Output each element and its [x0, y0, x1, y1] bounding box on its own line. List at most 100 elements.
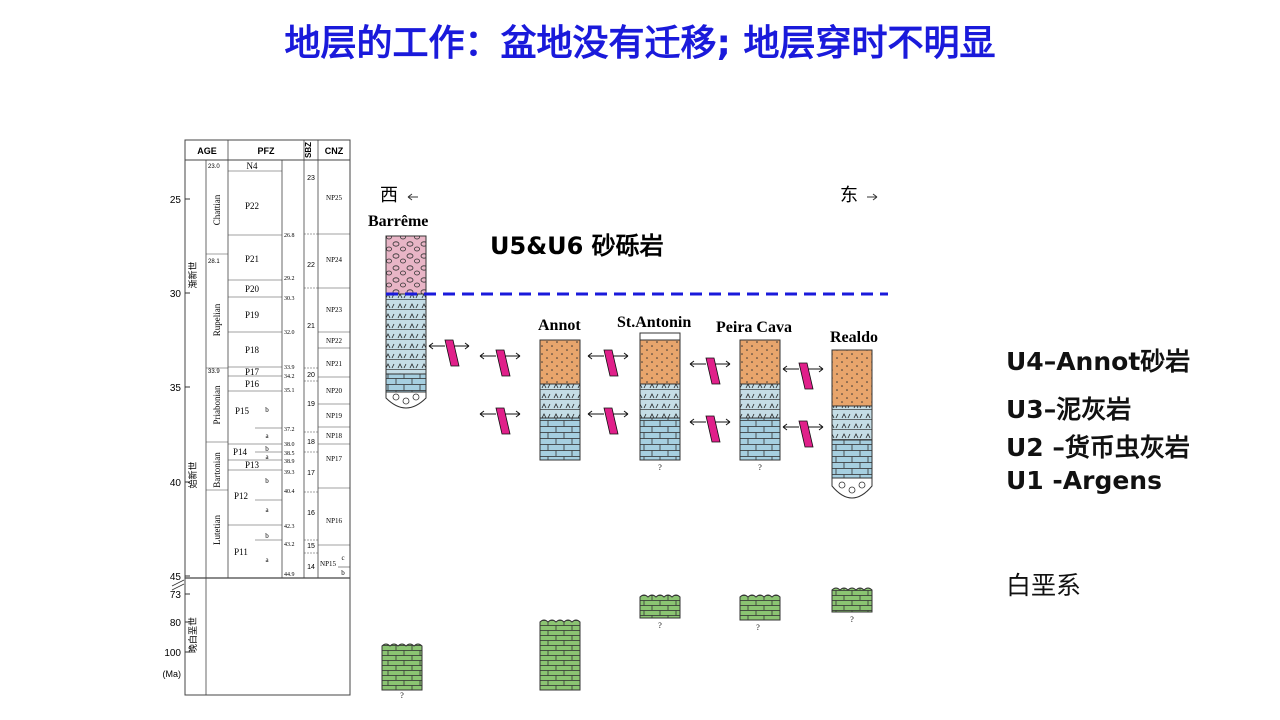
pfz-age: 38.9	[284, 459, 295, 465]
tilted-block-icon	[587, 407, 629, 435]
section-label-realdo: Realdo	[830, 329, 878, 346]
direction-labels: 西 东	[380, 185, 878, 205]
sbz-zone: 21	[307, 323, 315, 330]
cnz-zone: NP25	[326, 194, 342, 202]
stage-rupelian: Rupelian	[212, 303, 222, 336]
arrow-left-icon	[407, 193, 418, 201]
pfz-age: 44.9	[284, 572, 295, 578]
pfz-zone: P21	[245, 254, 259, 264]
ma-tick: 40	[170, 478, 182, 489]
marl-unit	[539, 383, 581, 419]
tilted-block-icon	[689, 357, 731, 385]
axis-break-icon	[171, 579, 185, 591]
cnz-zone: NP19	[326, 412, 342, 420]
pfz-subzone: a	[265, 453, 269, 461]
unknown-mark: ?	[658, 621, 662, 630]
pfz-zone: P22	[245, 201, 259, 211]
pfz-age: 39.3	[284, 470, 295, 476]
pfz-subzone: b	[265, 445, 269, 453]
unit-u5-u6-label: U5&U6 砂砾岩	[490, 232, 664, 260]
legend-u3: U3–泥灰岩	[1006, 395, 1132, 424]
pfz-zone: P16	[245, 379, 260, 389]
ma-tick: 100	[164, 648, 181, 659]
tilted-block-icon	[428, 339, 470, 367]
section-label-st-antonin: St.Antonin	[617, 314, 691, 331]
sandstone-unit	[639, 339, 681, 385]
cretaceous-block-peira-cava: ?	[739, 594, 781, 632]
limestone-unit	[539, 417, 581, 461]
stage-age: 23.0	[208, 164, 220, 170]
pfz-zone: P19	[245, 310, 260, 320]
sbz-zone: 16	[307, 510, 315, 517]
sbz-zone: 22	[307, 262, 315, 269]
pfz-age: 42.3	[284, 524, 295, 530]
section-column-barreme	[385, 235, 427, 409]
pfz-age: 33.9	[284, 365, 295, 371]
arrow-right-icon	[867, 193, 878, 201]
pfz-subzone: b	[265, 477, 269, 485]
cnz-zone: NP22	[326, 337, 342, 345]
unknown-mark: ?	[756, 623, 760, 632]
marl-unit	[385, 293, 427, 375]
pfz-zone: N4	[247, 161, 258, 171]
section-label-barreme: Barrême	[368, 213, 428, 230]
pfz-subzone: a	[265, 556, 269, 564]
stage-priabonian: Priabonian	[212, 385, 222, 424]
ma-axis: 25 30 35 40 45 73 80 100 (Ma)	[163, 195, 190, 679]
argens-unit	[831, 477, 873, 499]
stratigraphic-chart: AGE PFZ SBZ CNZ 25 30 35 40 45 73 80 100…	[163, 139, 351, 696]
pfz-age: 38.5	[284, 451, 295, 457]
limestone-unit	[831, 439, 873, 479]
sbz-zone: 17	[307, 470, 315, 477]
cretaceous-block-barreme: ?	[381, 643, 423, 700]
pfz-zone: P18	[245, 345, 260, 355]
cnz-zone: NP24	[326, 256, 342, 264]
unknown-mark: ?	[658, 463, 662, 472]
cretaceous-blocks: ? ? ? ?	[381, 587, 873, 700]
section-label-peira-cava: Peira Cava	[716, 319, 792, 336]
section-column-realdo	[831, 349, 873, 499]
sbz-zone: 23	[307, 175, 315, 182]
limestone-unit	[385, 373, 427, 393]
legend-u4: U4–Annot砂岩	[1006, 347, 1191, 376]
pfz-age: 40.4	[284, 489, 295, 495]
west-label: 西	[380, 185, 398, 205]
unknown-mark: ?	[400, 691, 404, 700]
sbz-zone: 15	[307, 543, 315, 550]
pfz-zone: P20	[245, 284, 260, 294]
pfz-zone: P12	[234, 491, 248, 501]
pfz-subzone: b	[265, 406, 269, 414]
cnz-zone: NP16	[326, 517, 342, 525]
pfz-zone: P17	[245, 367, 260, 377]
section-column-annot	[539, 339, 581, 461]
pfz-zone: P13	[245, 460, 260, 470]
ma-tick: 80	[170, 618, 182, 629]
pfz-age: 29.2	[284, 276, 295, 282]
ma-tick: 73	[170, 590, 182, 601]
pfz-zone: P15	[235, 406, 250, 416]
age-header: AGE	[197, 146, 217, 156]
epoch-eocene: 始新世	[187, 461, 198, 488]
cnz-subzone: b	[341, 569, 345, 577]
conglomerate-unit	[385, 235, 427, 295]
sandstone-unit	[831, 349, 873, 407]
epoch-oligocene: 渐新世	[187, 261, 198, 288]
sbz-zone: 19	[307, 401, 315, 408]
cnz-zone-lines	[318, 233, 350, 568]
tilted-block-icon	[782, 362, 824, 390]
legend-u1: U1 -Argens	[1006, 466, 1162, 495]
cnz-zone: NP23	[326, 306, 342, 314]
marl-unit	[639, 383, 681, 419]
stage-bartonian: Bartonian	[212, 452, 222, 488]
sbz-zone-lines	[304, 233, 318, 554]
tilted-block-icon	[587, 349, 629, 377]
sandstone-unit	[739, 339, 781, 385]
tectonic-block-symbols	[428, 339, 824, 448]
ma-tick: 45	[170, 572, 182, 583]
tilted-block-icon	[479, 349, 521, 377]
cnz-subzone: c	[341, 554, 344, 562]
pfz-age: 34.2	[284, 374, 295, 380]
cretaceous-block-realdo: ?	[831, 587, 873, 624]
section-column-st-antonin: ?	[639, 332, 681, 472]
sandstone-unit	[539, 339, 581, 385]
